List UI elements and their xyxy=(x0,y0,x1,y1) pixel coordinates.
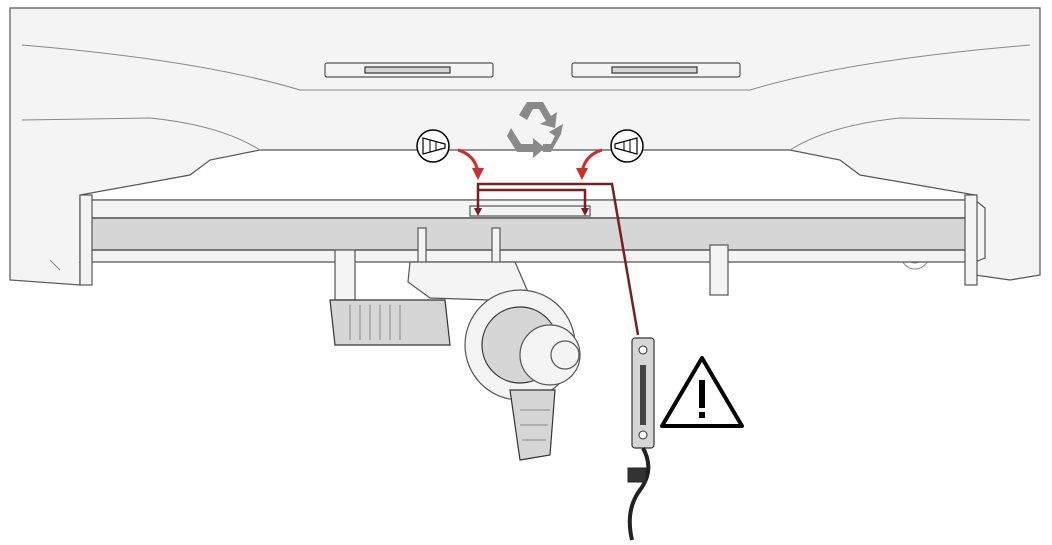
screw-icon xyxy=(416,129,450,163)
towbar-ball-assembly xyxy=(329,227,581,461)
bumper-slot-right xyxy=(571,62,741,78)
insert-arrow-right xyxy=(576,148,603,180)
screw-icon xyxy=(610,129,644,163)
recycle-icon xyxy=(507,102,563,158)
sensor-module xyxy=(627,337,655,541)
warning-triangle-icon xyxy=(660,356,744,428)
sensor-wire xyxy=(474,182,640,336)
towbar-crossbeam xyxy=(78,194,986,301)
insert-arrow-left xyxy=(457,148,484,180)
bumper-slot-left xyxy=(324,62,494,78)
